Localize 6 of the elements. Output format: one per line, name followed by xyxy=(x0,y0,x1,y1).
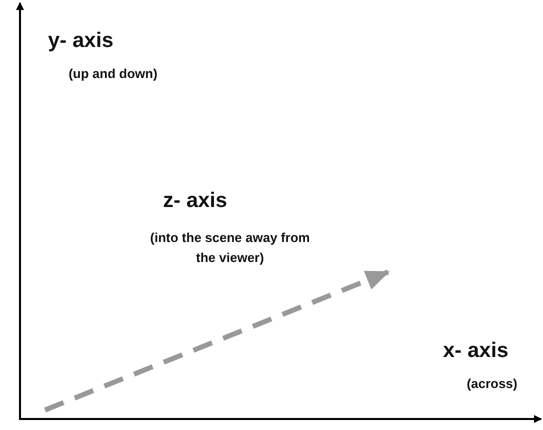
axis-description: (into the scene away from the viewer) xyxy=(150,229,310,267)
axis-description: (up and down) xyxy=(68,65,158,83)
axis-description: (across) xyxy=(466,375,518,393)
axis-title: y- axis xyxy=(48,28,114,54)
axis-title: z- axis xyxy=(163,188,228,214)
axis-title: x- axis xyxy=(443,338,510,364)
